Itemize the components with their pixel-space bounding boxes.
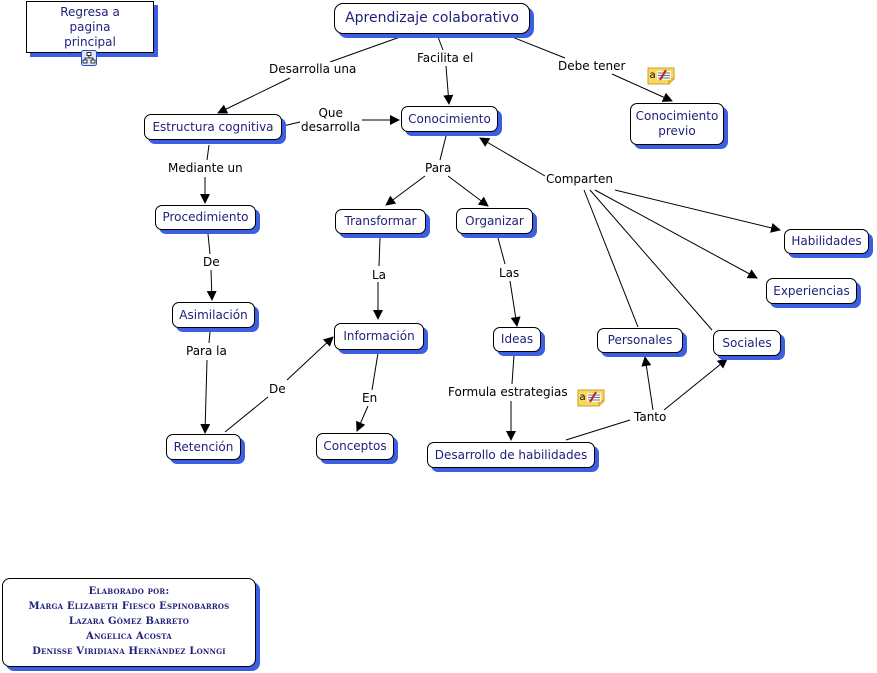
link-line: [511, 354, 515, 385]
concept-conocimiento[interactable]: Conocimiento: [401, 106, 498, 132]
link-arrow: [385, 175, 426, 206]
concept-retencion[interactable]: Retención: [166, 434, 241, 460]
concept-ideas[interactable]: Ideas: [493, 327, 541, 352]
annotation-note-icon[interactable]: a: [577, 389, 605, 407]
linking-phrase: Formula estrategias: [447, 385, 569, 399]
link-line: [329, 36, 401, 63]
link-line: [565, 419, 631, 441]
back-link-line-2: pagina: [69, 19, 111, 34]
credits-author: Lazara Gómez Barreto: [68, 616, 190, 627]
link-arrow: [509, 280, 521, 327]
credits-author: Angelica Acosta: [86, 631, 172, 642]
concept-label: Información: [343, 329, 415, 343]
link-arrow: [217, 77, 291, 114]
concept-label: Procedimiento: [162, 210, 249, 224]
linking-phrase: Que desarrolla: [300, 106, 362, 134]
concept-label: Transformar: [344, 214, 417, 228]
link-line: [206, 144, 210, 161]
svg-text:a: a: [650, 70, 656, 81]
link-arrow: [479, 137, 546, 177]
concept-asimilacion[interactable]: Asimilación: [172, 302, 255, 328]
concept-label: Habilidades: [791, 234, 862, 248]
concept-label: Sociales: [722, 335, 772, 350]
back-to-main-page-link[interactable]: Regresa a pagina principal: [26, 1, 154, 53]
link-arrow: [443, 65, 454, 105]
concept-label: Experiencias: [773, 283, 850, 298]
linking-phrase: Comparten: [545, 172, 615, 186]
credits-author: Marga Elizabeth Fiesco Espinobarros: [28, 601, 230, 612]
linking-phrase: Tanto: [633, 410, 668, 424]
back-link-line-3: principal: [64, 34, 116, 49]
concept-transformar[interactable]: Transformar: [335, 209, 426, 234]
back-link-line-1: Regresa a: [60, 4, 120, 19]
link-arrow: [614, 189, 781, 233]
credits-box: Elaborado por: Marga Elizabeth Fiesco Es…: [2, 578, 256, 667]
concept-sociales[interactable]: Sociales: [713, 330, 781, 356]
concept-label: Conocimiento: [408, 111, 491, 126]
link-line: [371, 352, 379, 391]
concept-organizar[interactable]: Organizar: [456, 208, 533, 234]
concept-label: Desarrollo de habilidades: [434, 447, 588, 462]
linking-phrase: Las: [498, 266, 521, 280]
concept-aprendizaje-colaborativo[interactable]: Aprendizaje colaborativo: [334, 3, 530, 34]
concept-conceptos[interactable]: Conceptos: [316, 433, 394, 460]
linking-phrase: De: [268, 382, 287, 396]
link-arrow: [200, 359, 211, 434]
link-line: [439, 135, 447, 161]
link-arrow: [663, 358, 728, 411]
link-line: [208, 331, 211, 344]
concept-label: Personales: [607, 333, 673, 347]
concept-conocimiento-previo[interactable]: Conocimiento previo: [630, 103, 724, 145]
linking-phrase: Desarrolla una: [268, 62, 358, 76]
linking-phrase: Facilita el: [416, 51, 475, 65]
link-line: [207, 233, 211, 255]
link-arrow: [356, 405, 369, 432]
link-line: [224, 396, 269, 433]
concept-map-icon[interactable]: [81, 50, 97, 66]
concept-label-line-2: previo: [658, 124, 696, 138]
concept-label: Estructura cognitiva: [152, 119, 274, 134]
link-arrow: [594, 189, 758, 279]
concept-label: Asimilación: [179, 307, 248, 322]
concept-label: Ideas: [500, 332, 534, 346]
svg-text:a: a: [580, 392, 586, 403]
linking-phrase-line-1: Que: [318, 106, 343, 120]
linking-phrase: La: [371, 268, 388, 282]
concept-label: Conceptos: [323, 439, 387, 453]
link-line: [589, 189, 713, 331]
link-line: [282, 121, 301, 127]
concept-desarrollo-de-habilidades[interactable]: Desarrollo de habilidades: [427, 442, 595, 468]
linking-phrase: Debe tener: [557, 59, 627, 73]
concept-estructura-cognitiva[interactable]: Estructura cognitiva: [144, 114, 282, 140]
credits-heading: Elaborado por:: [88, 586, 170, 597]
annotation-note-icon[interactable]: a: [647, 67, 675, 85]
concept-informacion[interactable]: Información: [334, 323, 424, 350]
link-arrow: [611, 73, 673, 102]
link-arrow: [641, 356, 654, 411]
credits-author: Denisse Viridiana Hernández Lonngi: [32, 646, 226, 657]
linking-phrase: Para la: [185, 344, 228, 358]
linking-phrase: Para: [424, 161, 453, 175]
link-arrow: [206, 269, 217, 301]
concept-habilidades[interactable]: Habilidades: [784, 229, 869, 254]
concept-label-line-1: Conocimiento: [635, 109, 719, 123]
concept-procedimiento[interactable]: Procedimiento: [155, 205, 256, 230]
linking-phrase: Mediante un: [167, 161, 244, 175]
concept-label: Retención: [173, 439, 234, 454]
concept-personales[interactable]: Personales: [597, 328, 683, 353]
concept-experiencias[interactable]: Experiencias: [766, 278, 857, 304]
link-line: [497, 237, 506, 265]
concept-label: Aprendizaje colaborativo: [345, 10, 519, 26]
link-arrow: [286, 336, 334, 381]
concept-label: Organizar: [465, 213, 524, 228]
link-line: [506, 34, 566, 59]
linking-phrase-line-2: desarrolla: [301, 120, 361, 134]
link-line: [378, 237, 381, 267]
linking-phrase: En: [361, 391, 379, 405]
link-arrow: [447, 175, 489, 207]
link-line: [437, 36, 444, 51]
linking-phrase: De: [202, 255, 221, 269]
link-line: [583, 189, 639, 328]
